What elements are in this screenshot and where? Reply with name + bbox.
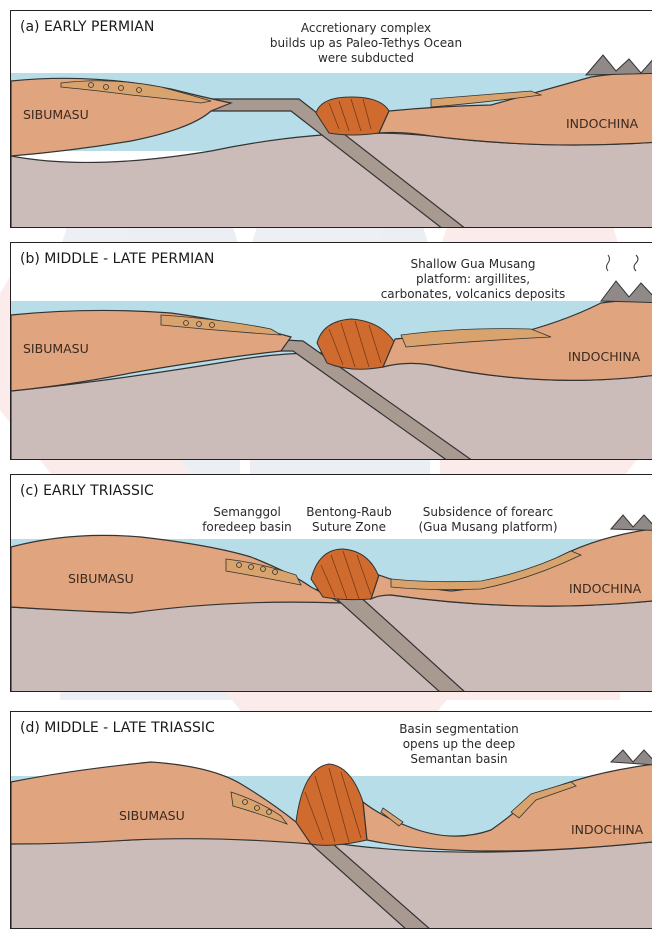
- panel-a-left-plate: SIBUMASU: [23, 107, 89, 122]
- label-subsidence-forearc: Subsidence of forearc (Gua Musang platfo…: [403, 505, 573, 535]
- panel-d-title: (d) MIDDLE - LATE TRIASSIC: [20, 720, 215, 736]
- panel-a-right-plate: INDOCHINA: [566, 116, 638, 131]
- label-bentong-raub: Bentong-Raub Suture Zone: [294, 505, 404, 535]
- panel-c-left-plate: SIBUMASU: [68, 571, 134, 586]
- panel-d-right-plate: INDOCHINA: [571, 822, 643, 837]
- panel-b-annotation: Shallow Gua Musang platform: argillites,…: [363, 257, 583, 302]
- panel-middle-late-triassic: (d) MIDDLE - LATE TRIASSIC Basin segment…: [10, 711, 652, 929]
- panel-early-triassic: (c) EARLY TRIASSIC Semanggol foredeep ba…: [10, 474, 652, 692]
- panel-d-annotation: Basin segmentation opens up the deep Sem…: [369, 722, 549, 767]
- cross-section-d: [11, 712, 652, 929]
- panel-b-left-plate: SIBUMASU: [23, 341, 89, 356]
- panel-c-title: (c) EARLY TRIASSIC: [20, 483, 154, 499]
- panel-a-title: (a) EARLY PERMIAN: [20, 19, 154, 35]
- panel-b-right-plate: INDOCHINA: [568, 349, 640, 364]
- panel-early-permian: (a) EARLY PERMIAN Accretionary complex b…: [10, 10, 652, 228]
- panel-b-title: (b) MIDDLE - LATE PERMIAN: [20, 251, 214, 267]
- panel-a-annotation: Accretionary complex builds up as Paleo-…: [256, 21, 476, 66]
- panel-c-right-plate: INDOCHINA: [569, 581, 641, 596]
- panel-middle-late-permian: (b) MIDDLE - LATE PERMIAN Shallow Gua Mu…: [10, 242, 652, 460]
- label-semanggol: Semanggol foredeep basin: [187, 505, 307, 535]
- panel-d-left-plate: SIBUMASU: [119, 808, 185, 823]
